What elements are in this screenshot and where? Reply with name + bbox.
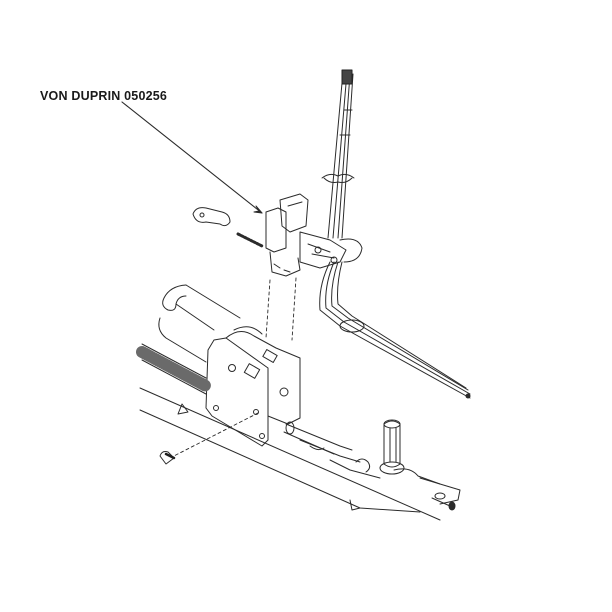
base-channel [140, 388, 460, 520]
lever-and-spring [193, 208, 262, 246]
alignment-lines [170, 278, 296, 458]
callout-leader-line [122, 102, 262, 213]
mounting-screw [160, 452, 174, 465]
latch-bracket-part [266, 194, 362, 276]
spring-coil [142, 344, 206, 394]
tube-housing [159, 285, 240, 362]
upright-post [380, 420, 404, 474]
vertical-rod-assembly [322, 70, 354, 238]
end-pin [420, 478, 455, 510]
part-number-label: VON DUPRIN 050256 [40, 89, 168, 103]
main-mounting-plate [206, 327, 300, 446]
cable-bundle [320, 262, 470, 398]
